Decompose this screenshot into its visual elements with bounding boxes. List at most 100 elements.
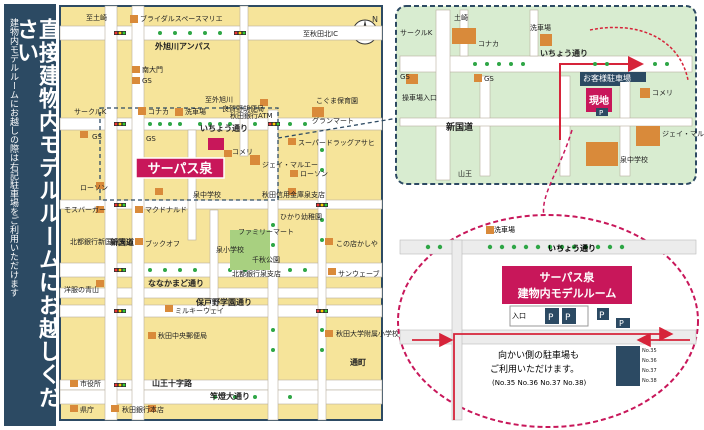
inset-label-gs2: GS [484,75,494,83]
parking-p-3: P [599,311,605,321]
label-to-tsuchizaki-top: 至土崎 [86,13,107,22]
label-hikari: ひかり幼稚園 [280,212,322,221]
label-dori: 通町 [350,357,366,367]
site-label: サーパス泉 [148,161,214,177]
label-shinkokudo: 新国道 [110,237,134,247]
inset-label-konaka: コナカ [478,40,499,48]
label-to-ic: 至秋田北IC [303,29,338,38]
parking-p-4: P [619,319,624,328]
label-mcdonald: マクドナルド [145,206,187,214]
label-milky-way: ミルキーウェイ [175,307,224,315]
inset-label-iriguchi: 操車場入口 [402,93,437,102]
label-shinkyo: 良賀野胡便局 [222,104,264,113]
label-circle-k: サークルK [74,108,107,116]
lot-37: No.37 [642,368,657,374]
label-hokuto-bank: 北都銀行新国道支店 [70,237,133,246]
label-minamidaimon: 南大門 [142,65,163,74]
label-bridal: ブライダルスペースマリエ [140,14,223,23]
route-curve [589,26,689,81]
opposite-parking [616,346,640,386]
note-line-2: ご利用いただけます。 [490,363,579,375]
bottom-label-icho: いちょう通り [548,243,596,253]
label-mos: モスバーガー [64,205,106,214]
label-izumi-chugakko: 泉中学校 [193,190,221,199]
label-kozan-aoyama: 洋服の青山 [64,285,99,294]
lot-numbers: No.35 No.36 No.37 No.38 [642,348,657,384]
parking-note: 建物内モデルルームにお越しの際は右記駐車場をご利用いただけます [8,18,18,297]
parking-p-2: P [565,313,571,323]
label-to-sotoasahikawa: 至外旭川 [205,95,233,104]
label-akita-daigaku: 秋田大学附属小学校 [336,329,399,338]
connector-line [277,117,399,139]
label-akita-shinkin: 秋田信用金庫泉支店 [262,190,325,199]
inset-label-genchi: 現地 [589,94,609,107]
label-akita-bank: 秋田銀行本店 [122,405,164,414]
lot-36: No.36 [642,358,657,364]
model-room-banner [502,266,632,304]
headline-banner: 建物内モデルルームにお越しの際は右記駐車場をご利用いただけます 直接建物内モデル… [4,4,60,426]
label-konaka: コナカ [148,108,169,116]
label-chuo-yubinkyoku: 秋田中央郵便局 [158,331,207,340]
label-kencho: 県庁 [80,405,94,414]
label-familymart: ファミリーマート [238,228,294,236]
label-kono-nishi: この店かしや [336,239,378,248]
label-sanno-jujiro: 山王十字路 [152,378,193,388]
label-iriguchi: 入口 [512,312,526,320]
inset-label-sensyaba: 洗車場 [530,23,551,32]
route-arrow [559,56,644,140]
bottom-label-sensyaba: 洗車場 [494,225,515,234]
label-granmart: グランマート [312,116,354,125]
inset-label-shinkokudo: 新国道 [446,121,473,133]
traffic-light-icons [114,31,328,387]
note-line-3: (No.35 No.36 No.37 No.38) [492,379,587,387]
zoom-connector [542,129,573,217]
inset-label-gs1: GS [400,73,410,81]
main-map: N [59,5,399,421]
label-icho-dori: いちょう通り [200,123,248,133]
inset-highlight-frame [99,107,279,201]
inset-label-to-tsuchizaki: 土崎 [454,13,468,22]
label-lawson2: ローソン [80,184,108,192]
label-sensyaba: 洗車場 [185,107,206,116]
label-kogusa: こぐま保育園 [316,96,358,105]
label-sunwave: サンウェーブ [338,269,380,278]
site-label-box [135,157,225,179]
site-marker [208,138,224,150]
label-nanakamado-dori: ななかまど通り [148,278,204,288]
inset-label-circle-k: サークルK [400,29,433,37]
banner-line-2: 建物内モデルルーム [518,286,617,300]
inset-label-icho: いちょう通り [540,48,588,58]
banner-line-1: サーパス泉 [540,270,596,284]
label-gs3: GS [146,135,156,143]
label-sotoasahikawa-bypass: 外旭川アンパス [155,41,211,51]
compass-label: N [372,15,378,24]
label-gs1: GS [142,77,152,85]
inset-label-parking: お客様駐車場 [583,73,631,83]
inset-label-izumi-chu: 泉中学校 [620,155,648,164]
parking-label-box [580,72,620,86]
label-jay-marue: ジェイ・マルエー [262,161,318,169]
inset-label-jay-marue: ジェイ・マルエー [662,130,704,138]
label-lawson1: ローソン [300,170,328,178]
label-book-off: ブックオフ [145,239,180,248]
inset-label-komeri: コメリ [652,89,673,97]
label-hokugin: 北都銀行泉支店 [232,269,281,278]
tree-dots [148,31,324,399]
parking-p-1: P [548,313,554,323]
headline-text: 直接建物内モデルルームにお越しください [13,18,60,409]
label-shiyakusho: 市役所 [80,379,101,388]
inset-label-to-sanno: 山王 [458,169,472,178]
label-gs2: GS [92,133,102,141]
top-inset-map: 土崎 洗車場 サークルK コナカ いちょう通り GS GS 操車場入口 お客様駐… [395,5,704,185]
label-supa-drug: スーパードラッグアサヒ [298,138,375,147]
lot-35: No.35 [642,348,657,354]
inset-label-p: P [599,109,603,117]
label-hokutobank-atm: 秋田銀行ATM [230,111,273,120]
building-markers [70,15,336,412]
label-izumi-shogakko: 泉小学校 [216,245,244,254]
label-komeri: コメリ [232,148,253,156]
note-line-1: 向かい側の駐車場も [498,349,579,361]
label-kanto-odori: 竿燈大通り [209,391,250,401]
